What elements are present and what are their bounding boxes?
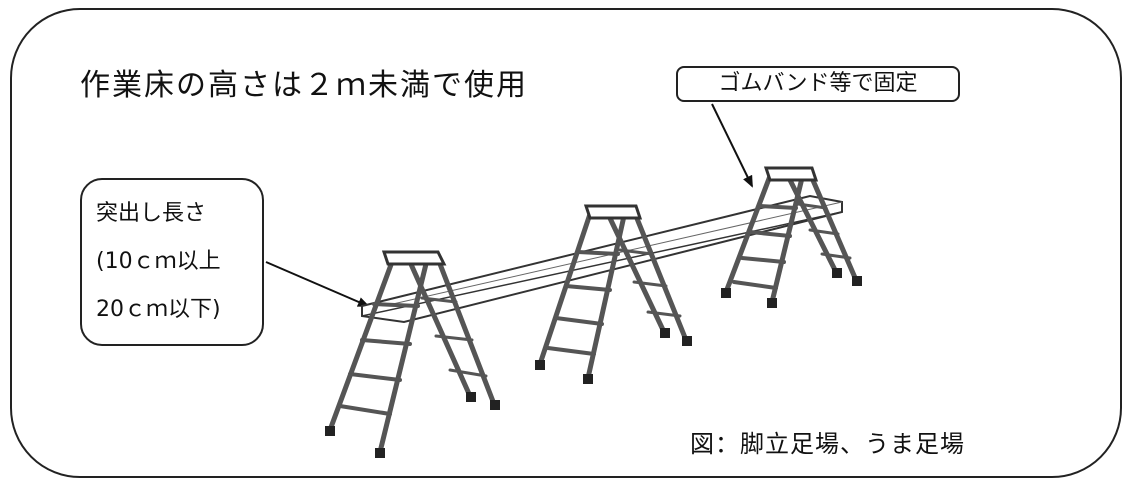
diagram-title: 作業床の高さは２ｍ未満で使用	[80, 68, 528, 103]
plank-edge	[361, 211, 843, 317]
overhang-note-line-2: (10ｃｍ以上	[96, 249, 221, 274]
overhang-note: 突出し長さ (10ｃｍ以上 20ｃｍ以下)	[80, 178, 264, 346]
stepladder	[537, 211, 689, 381]
ladder-feet	[535, 328, 692, 384]
figure-caption: 図：脚立足場、うま足場	[690, 430, 965, 458]
ladder-feet	[325, 392, 500, 458]
stepladder	[723, 173, 859, 305]
rounded-frame	[10, 8, 1122, 478]
fastening-arrow	[711, 103, 753, 188]
stepladder-top	[381, 250, 447, 266]
stepladder-top	[583, 204, 643, 220]
fastening-label: ゴムバンド等で固定	[676, 66, 960, 102]
ladder-feet	[721, 268, 862, 308]
stepladder-top	[763, 166, 819, 182]
overhang-note-line-3: 20ｃｍ以下)	[96, 297, 221, 322]
stepladder	[327, 259, 497, 455]
overhang-arrow	[265, 261, 370, 307]
overhang-note-line-1: 突出し長さ	[96, 201, 207, 226]
